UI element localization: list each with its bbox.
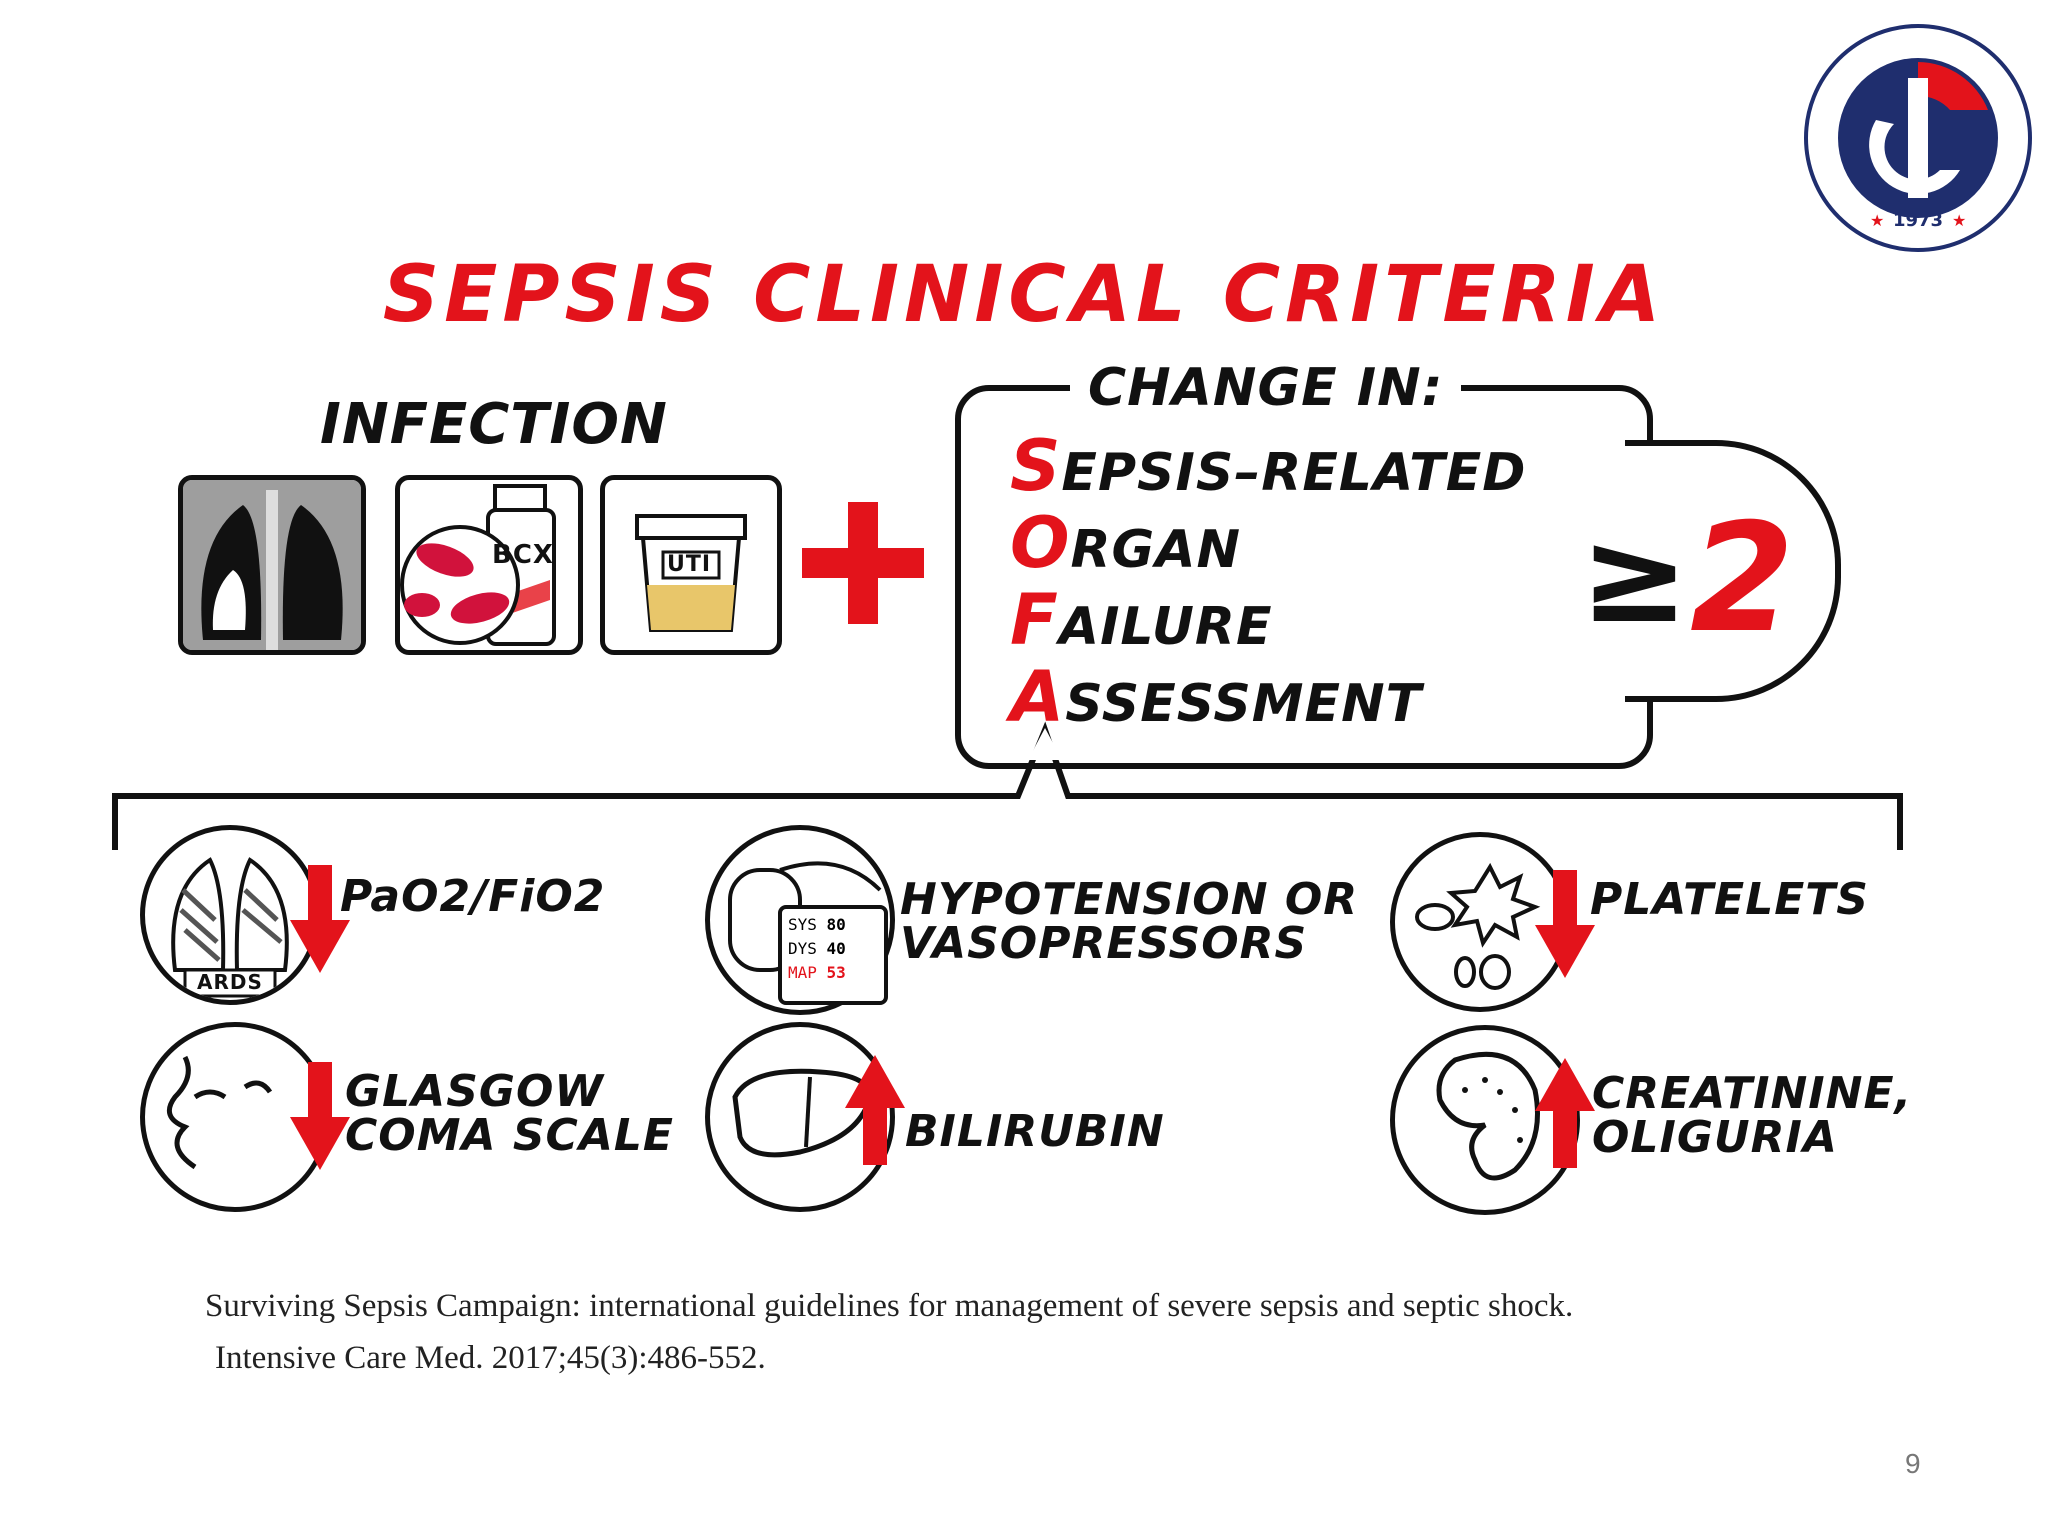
sofa-line-o: ORGAN <box>1010 502 1241 584</box>
reference-line2: Intensive Care Med. 2017;45(3):486-552. <box>215 1340 766 1376</box>
chest-xray-icon <box>178 475 366 655</box>
glasgow-label: GLASGOW COMA SCALE <box>345 1070 674 1158</box>
infection-label: INFECTION <box>320 392 668 457</box>
monitor-map-label: MAP <box>788 963 817 982</box>
logo-year: 1973 <box>1893 210 1943 231</box>
creatinine-line1: CREATININE, <box>1592 1068 1913 1119</box>
sofa-line-a: ASSESSMENT <box>1010 656 1422 738</box>
sofa-callout-bulge <box>1625 440 1841 702</box>
sofa-rest: SSESSMENT <box>1065 674 1423 734</box>
arrow-down-icon <box>290 865 350 973</box>
monitor-dys-label: DYS <box>788 939 817 958</box>
liver-icon <box>705 1022 895 1212</box>
glasgow-line1: GLASGOW <box>345 1066 604 1117</box>
threshold-value: 2 <box>1690 492 1795 666</box>
bilirubin-label: BILIRUBIN <box>905 1106 1165 1157</box>
platelets-label: PLATELETS <box>1590 874 1869 925</box>
page-number: 9 <box>1905 1448 1921 1479</box>
arrow-down-icon <box>290 1062 350 1170</box>
uti-label: UTI <box>667 552 712 577</box>
ards-badge: ARDS <box>197 970 263 994</box>
criteria-bracket <box>112 721 1903 850</box>
arrow-up-icon <box>1535 1058 1595 1168</box>
monitor-sys-value: 80 <box>826 915 846 934</box>
sofa-initial: S <box>1010 425 1062 507</box>
pao2-fio2-label: PaO2/FiO2 <box>340 871 606 922</box>
hypotension-line2: VASOPRESSORS <box>900 918 1308 969</box>
arrow-down-icon <box>1535 870 1595 978</box>
hypotension-line1: HYPOTENSION OR <box>900 874 1359 925</box>
bp-monitor: SYS 80 DYS 40 MAP 53 <box>778 905 888 1005</box>
bcx-label: BCX <box>492 540 554 570</box>
sofa-initial: F <box>1010 579 1059 661</box>
kidney-icon <box>1390 1025 1580 1215</box>
monitor-map-value: 53 <box>826 963 846 982</box>
sofa-header: CHANGE IN: <box>1070 358 1462 418</box>
platelets-icon <box>1390 832 1570 1012</box>
sofa-line-f: FAILURE <box>1010 579 1273 661</box>
threshold-symbol: ≥ <box>1580 500 1689 652</box>
svg-text:★: ★ <box>1952 211 1966 230</box>
blood-culture-icon: BCX <box>395 475 583 655</box>
sofa-callout-box <box>955 385 1653 769</box>
monitor-dys-value: 40 <box>826 939 846 958</box>
slide-title: SEPSIS CLINICAL CRITERIA <box>382 250 1666 340</box>
monitor-sys-label: SYS <box>788 915 817 934</box>
university-logo: 1973 ★ ★ <box>1800 20 2036 256</box>
creatinine-label: CREATININE, OLIGURIA <box>1592 1072 1912 1160</box>
reference-citation: Surviving Sepsis Campaign: international… <box>205 1280 1573 1384</box>
svg-text:★: ★ <box>1870 211 1884 230</box>
urine-cup-icon: UTI <box>600 475 782 655</box>
sofa-rest: RGAN <box>1070 520 1242 580</box>
creatinine-line2: OLIGURIA <box>1592 1112 1838 1163</box>
sofa-initial: O <box>1010 502 1071 584</box>
sofa-initial: A <box>1010 656 1066 738</box>
glasgow-line2: COMA SCALE <box>345 1110 674 1161</box>
lungs-ards-icon: ARDS <box>140 825 320 1005</box>
hypotension-label: HYPOTENSION OR VASOPRESSORS <box>900 878 1358 966</box>
sofa-rest: AILURE <box>1058 597 1273 657</box>
plus-icon <box>798 498 928 628</box>
sofa-rest: EPSIS–RELATED <box>1061 443 1527 503</box>
sofa-line-s: SEPSIS–RELATED <box>1010 425 1526 507</box>
reference-line1: Surviving Sepsis Campaign: international… <box>205 1288 1574 1324</box>
arrow-up-icon <box>845 1055 905 1165</box>
